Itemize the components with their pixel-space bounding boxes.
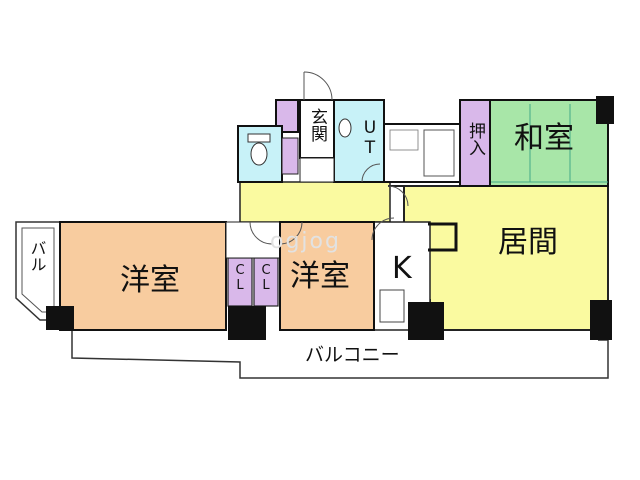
western-room-large <box>59 221 227 331</box>
column <box>408 302 444 340</box>
label-closet-1: CL <box>233 263 248 293</box>
label-closet-2: CL <box>259 263 274 293</box>
utility-room <box>333 99 385 183</box>
toilet <box>237 125 283 183</box>
column <box>46 306 74 330</box>
label-oshiire: 押入 <box>465 122 486 156</box>
shoe-storage <box>275 99 299 133</box>
label-japanese-room: 和室 <box>514 121 574 156</box>
entrance <box>299 99 335 159</box>
watermark: ogjog <box>270 229 341 254</box>
japanese-room <box>489 99 609 187</box>
column <box>596 96 614 124</box>
label-entrance: 玄関 <box>307 108 327 142</box>
hallway <box>239 181 391 223</box>
label-western-small: 洋室 <box>290 259 350 294</box>
closet-1 <box>227 257 253 307</box>
label-living: 居間 <box>498 225 558 260</box>
label-balcony-main: バルコニー <box>305 344 400 366</box>
kitchen-counter <box>379 289 405 323</box>
label-balcony-side: バル <box>28 240 47 272</box>
label-western-large: 洋室 <box>120 263 180 298</box>
label-kitchen: K <box>392 251 413 286</box>
column <box>228 306 266 340</box>
column <box>590 300 612 340</box>
western-room-small <box>279 221 375 331</box>
label-utility: UT <box>360 118 380 158</box>
